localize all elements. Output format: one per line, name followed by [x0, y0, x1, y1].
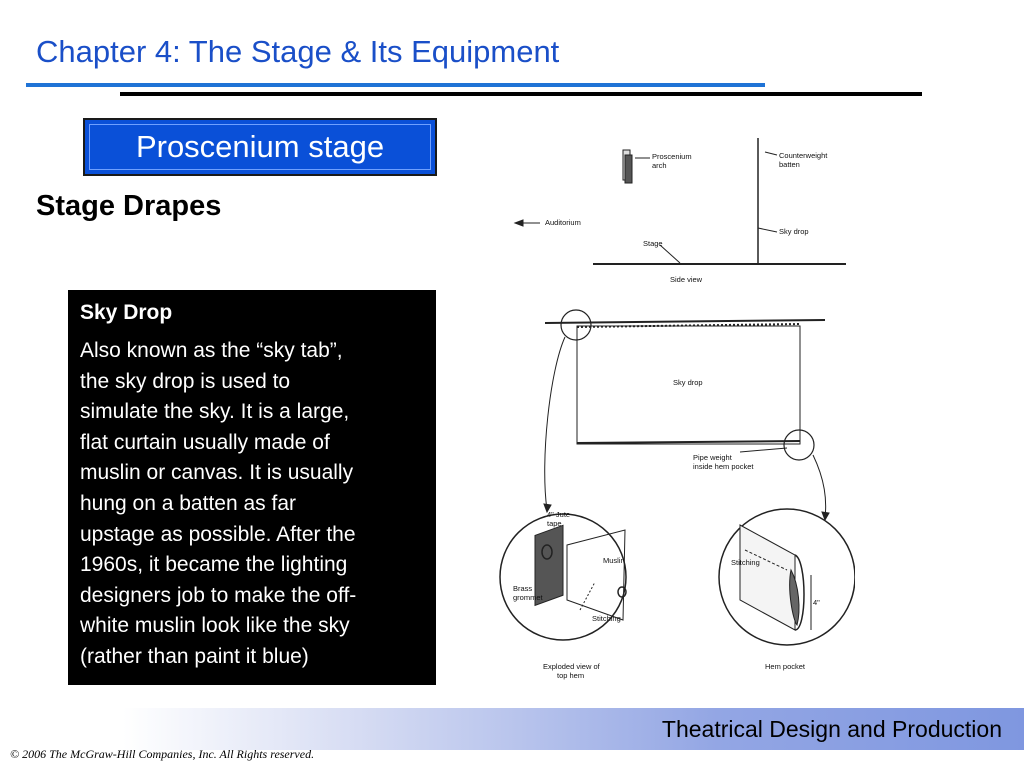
textbox-line: designers job to make the off-: [80, 583, 357, 607]
section-heading: Stage Drapes: [36, 190, 222, 222]
label-hem-pocket: Hem pocket: [765, 662, 806, 671]
grommet-hole-icon: [617, 586, 627, 598]
label-pipe-weight-2: inside hem pocket: [693, 462, 754, 471]
batten-pipe: [544, 319, 826, 324]
top-hem-detail: [499, 513, 627, 641]
label-jute-tape-1: 4" Jute: [547, 510, 570, 519]
label-proscenium-arch-2: arch: [652, 161, 667, 170]
label-auditorium: Auditorium: [545, 218, 581, 227]
front-view-diagram: [543, 309, 830, 522]
label-exploded-view-2: top hem: [557, 671, 584, 680]
label-counterweight-1: Counterweight: [779, 151, 828, 160]
hem-pocket-fold: [794, 554, 805, 631]
textbox-line: 1960s, it became the lighting: [80, 553, 348, 577]
textbox-line: flat curtain usually made of: [80, 430, 330, 454]
counterweight-leader: [764, 151, 778, 156]
auditorium-arrowhead: [513, 219, 524, 227]
hem-pocket-callout-circle: [783, 429, 815, 461]
stage-leader: [659, 244, 681, 264]
subtitle-text: Proscenium stage: [135, 129, 385, 164]
textbox-line: muslin or canvas. It is usually: [80, 461, 354, 485]
top-hem-detail-circle: [499, 513, 627, 641]
pipe-weight-leader: [739, 447, 788, 453]
hem-pocket-detail: [718, 508, 855, 646]
hem-pocket-panel: [739, 524, 796, 631]
textbox-line: hung on a batten as far: [80, 491, 296, 515]
jute-tape-swatch: [534, 524, 564, 607]
pipe-weight-inside-icon: [789, 568, 800, 627]
sky-drop-diagram: Proscenium arch Counterweight batten Aud…: [499, 138, 855, 680]
callout-arrowhead-right: [821, 511, 830, 522]
label-counterweight-2: batten: [779, 160, 800, 169]
label-stage: Stage: [643, 239, 663, 248]
sky-drop-leader: [757, 227, 778, 233]
callout-arrow-left: [544, 336, 566, 511]
label-pipe-weight-1: Pipe weight: [693, 453, 733, 462]
sky-drop-curtain: [576, 325, 801, 445]
textbox-line: (rather than paint it blue): [80, 644, 309, 668]
textbox-title: Sky Drop: [80, 301, 173, 324]
title-rule-blue: [26, 83, 765, 87]
label-stitching-left: Stitching: [592, 614, 621, 623]
slide-title: Chapter 4: The Stage & Its Equipment: [36, 34, 560, 69]
pipe-weight-line: [576, 440, 801, 444]
hem-pocket-detail-circle: [718, 508, 855, 646]
label-sky-drop-front: Sky drop: [673, 378, 703, 387]
label-sky-drop-side: Sky drop: [779, 227, 809, 236]
label-side-view: Side view: [670, 275, 703, 284]
footer-bar: [0, 708, 1024, 750]
textbox-line: simulate the sky. It is a large,: [80, 400, 350, 424]
label-brass-grommet-2: grommet: [513, 593, 544, 602]
callout-arrow-right: [812, 454, 827, 519]
label-muslin: Muslin: [603, 556, 625, 565]
label-proscenium-arch-1: Proscenium: [652, 152, 692, 161]
title-rule-black: [120, 92, 922, 96]
proscenium-arch-shadow: [624, 154, 633, 184]
brass-grommet-icon: [541, 544, 553, 560]
textbox-line: Also known as the “sky tab”,: [80, 339, 343, 362]
label-measure: 4": [813, 598, 820, 607]
textbox-line: white muslin look like the sky: [80, 614, 350, 638]
textbox-line: the sky drop is used to: [80, 369, 291, 393]
side-view-diagram: [513, 138, 846, 265]
stitching-line-left: [579, 581, 596, 611]
sky-drop-textbox: Sky Drop Also known as the “sky tab”, th…: [68, 290, 436, 685]
label-brass-grommet-1: Brass: [513, 584, 532, 593]
copyright-notice: © 2006 The McGraw-Hill Companies, Inc. A…: [10, 747, 315, 761]
stitching-line-right: [744, 549, 788, 571]
callout-arrowhead-left: [543, 503, 552, 514]
footer-course-title: Theatrical Design and Production: [661, 716, 1002, 742]
label-stitching-right: Stitching: [731, 558, 760, 567]
top-hem-callout-circle: [560, 309, 592, 341]
subtitle-box: Proscenium stage: [83, 118, 437, 176]
muslin-panel: [566, 529, 626, 621]
textbox-line: upstage as possible. After the: [80, 522, 356, 546]
label-jute-tape-2: tape: [547, 519, 562, 528]
label-exploded-view-1: Exploded view of: [543, 662, 601, 671]
